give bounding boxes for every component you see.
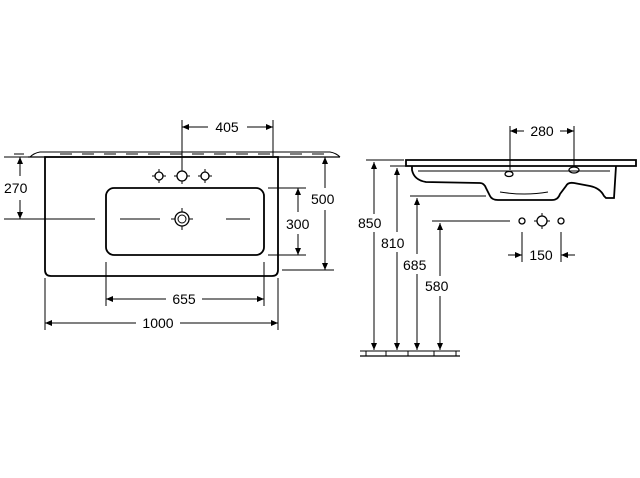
bowl [105, 187, 265, 256]
dim-270: 270 [4, 156, 60, 220]
basin-outline [44, 156, 279, 277]
dim-280: 280 [509, 123, 575, 170]
dim-580-label: 580 [425, 278, 449, 294]
dim-405-label: 405 [215, 119, 239, 135]
dim-850: 850 [358, 159, 404, 350]
dim-1000-label: 1000 [142, 315, 173, 331]
dim-500-label: 500 [311, 191, 335, 207]
side-counter [405, 159, 637, 167]
dim-300: 300 [268, 187, 310, 256]
dim-280-label: 280 [530, 123, 554, 139]
dim-150: 150 [508, 232, 575, 263]
dim-300-label: 300 [286, 216, 310, 232]
dim-150-label: 150 [529, 247, 553, 263]
dim-850-label: 850 [358, 215, 382, 231]
side-view: 280 850 810 [358, 123, 637, 357]
dim-810: 810 [381, 165, 410, 350]
dim-270-label: 270 [4, 180, 28, 196]
dim-500: 500 [282, 156, 335, 271]
dim-655-label: 655 [172, 291, 196, 307]
side-basin-profile [411, 165, 617, 201]
front-view: 405 270 300 500 [4, 119, 341, 331]
wall-fitting-icons [518, 213, 565, 229]
dim-685: 685 [403, 195, 486, 350]
drain-icon [171, 208, 193, 230]
dim-655: 655 [105, 262, 265, 307]
dim-1000: 1000 [44, 278, 279, 331]
dim-810-label: 810 [381, 235, 405, 251]
dim-685-label: 685 [403, 257, 427, 273]
tap-hole-icons [152, 168, 212, 184]
dim-405: 405 [181, 119, 274, 168]
dim-580: 580 [425, 220, 510, 350]
